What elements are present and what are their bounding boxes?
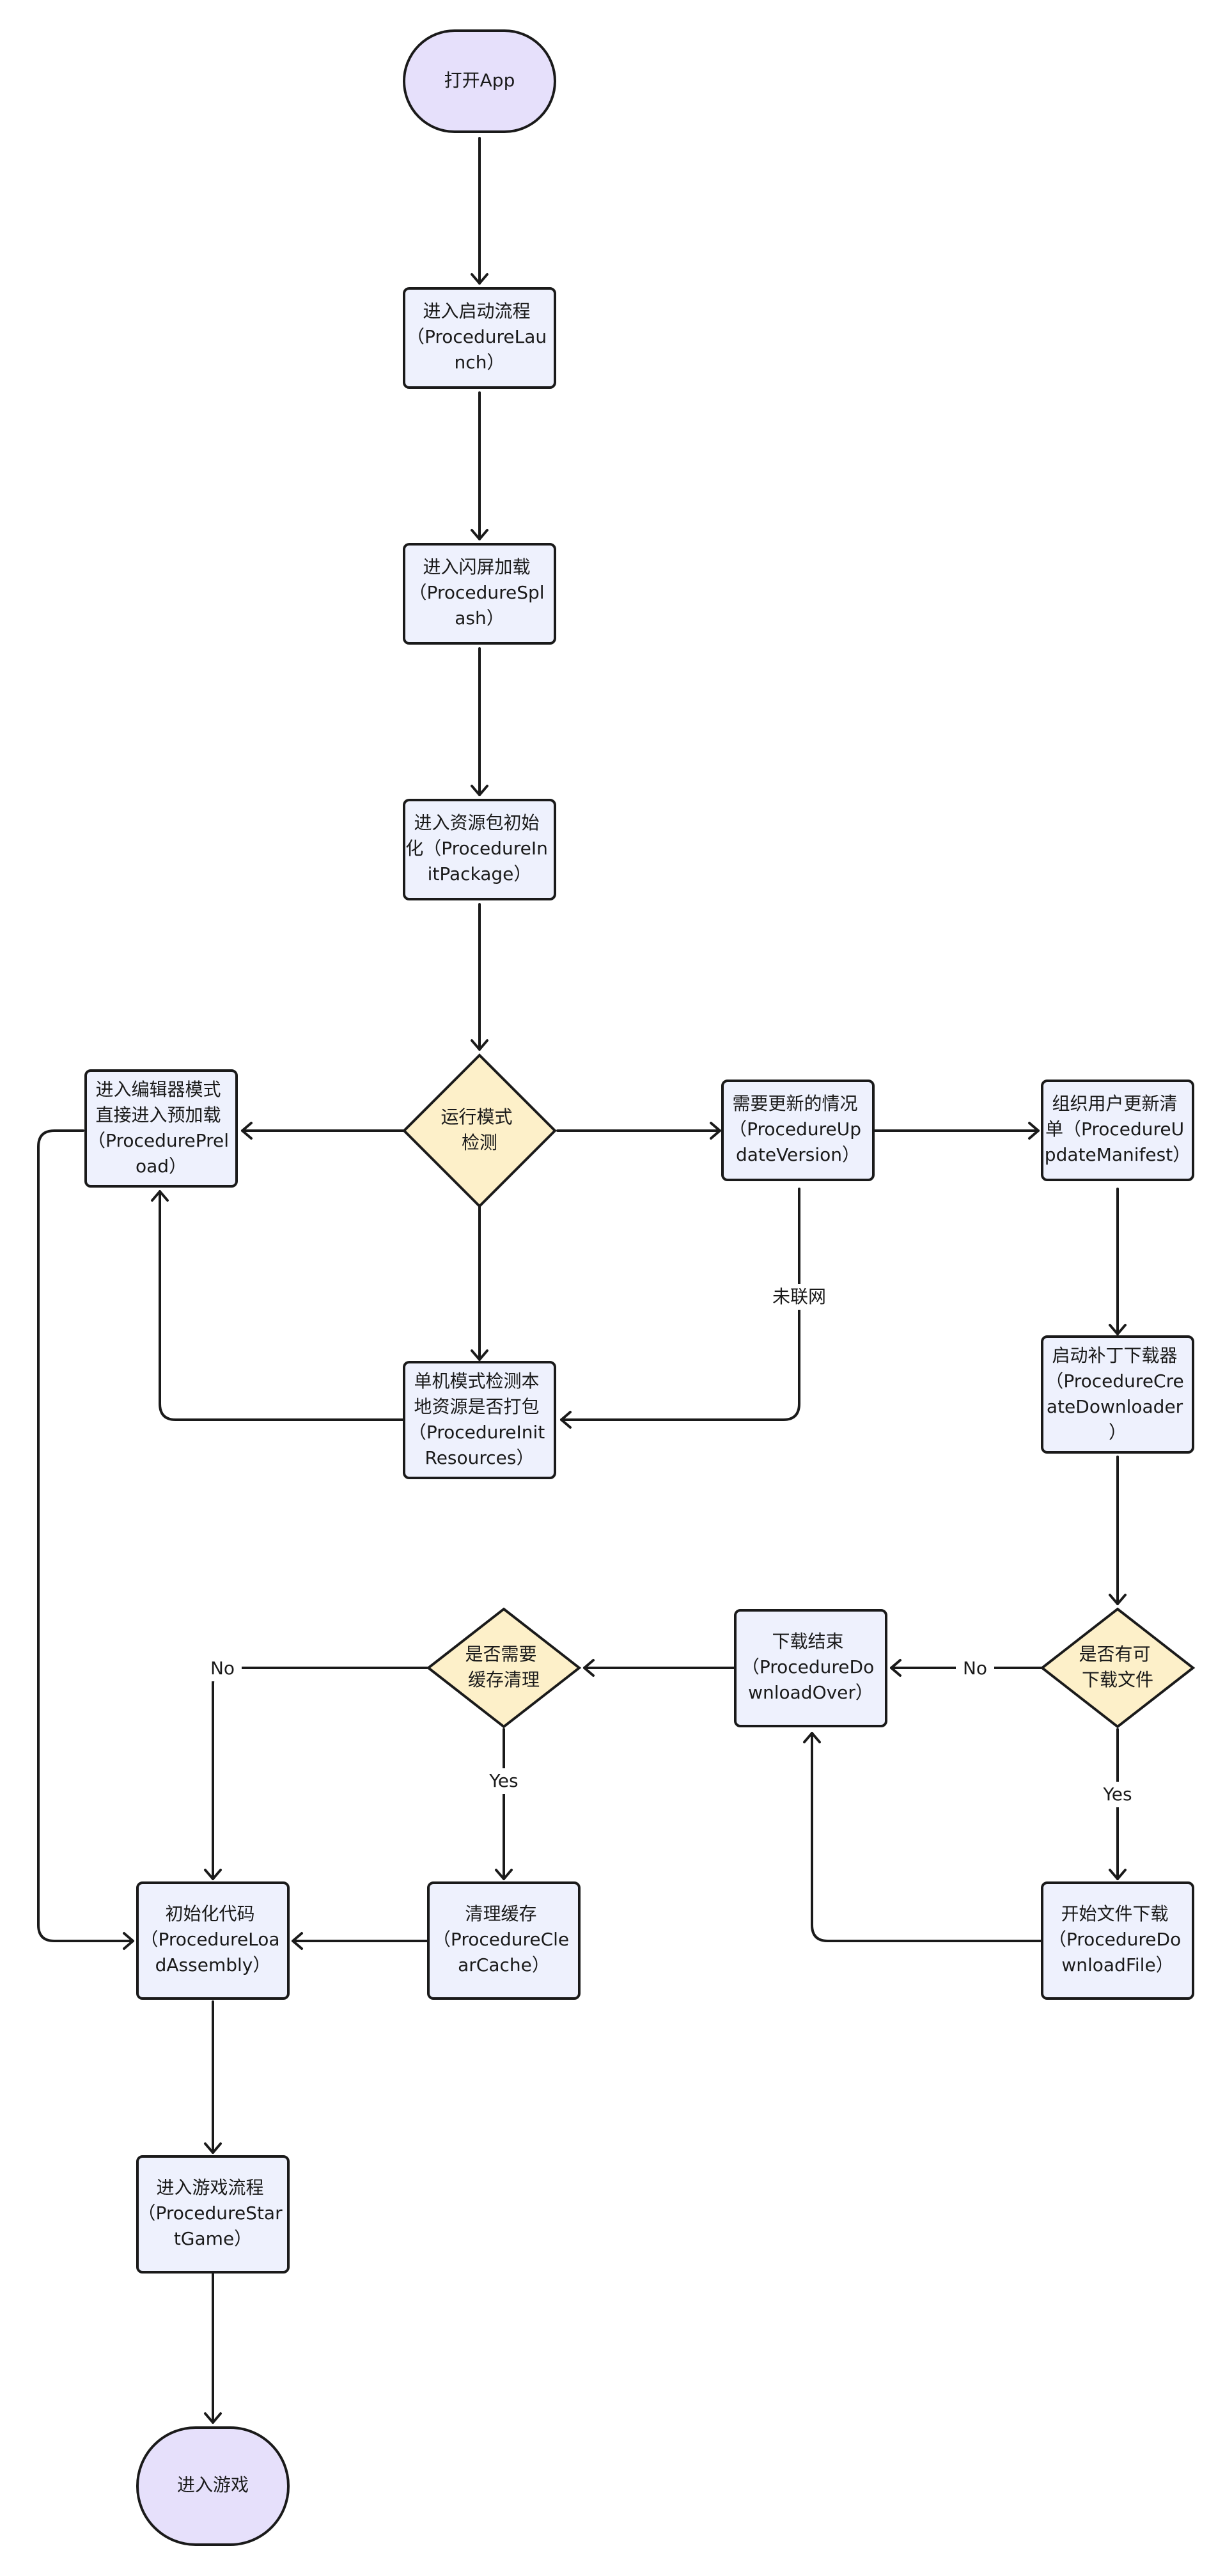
node-procedure-load-assembly	[136, 1881, 290, 2000]
node-procedure-launch	[403, 287, 556, 389]
arrow-head	[803, 1732, 821, 1743]
node-procedure-create-downloader	[1041, 1335, 1194, 1454]
nodes: 打开App 进入启动流程 （ProcedureLau nch） 进入闪屏加载 （…	[84, 29, 1196, 2546]
edge-label-yes-clear: Yes	[488, 1770, 518, 1791]
label-bg	[1098, 1782, 1137, 1807]
node-text: 开始文件下载 （ProcedureDo wnloadFile）	[1049, 1903, 1187, 1975]
node-text: 是否有可 下载文件	[1079, 1644, 1157, 1690]
node-procedure-update-manifest	[1041, 1080, 1194, 1181]
node-text: 是否需要 缓存清理	[465, 1644, 543, 1690]
edge-preload-to-loadassembly	[37, 1129, 134, 1942]
node-text: 运行模式 检测	[441, 1106, 519, 1153]
arrow-head	[710, 1122, 721, 1140]
arrow-head	[583, 1659, 595, 1677]
node-text: 清理缓存 （ProcedureCle arCache）	[433, 1903, 575, 1975]
arrow-head	[241, 1122, 253, 1140]
decision-run-mode	[402, 1053, 557, 1208]
arrow-head	[1109, 1869, 1127, 1880]
arrow-head	[560, 1411, 572, 1429]
node-text: 进入闪屏加载 （ProcedureSpl ash）	[409, 556, 550, 629]
node-text: 下载结束 （ProcedureDo wnloadOver）	[742, 1631, 880, 1703]
node-procedure-splash	[403, 543, 556, 645]
arrow-head	[204, 2412, 222, 2424]
arrow-head	[292, 1932, 303, 1950]
label-bg	[485, 1768, 523, 1794]
decision-has-download	[1040, 1607, 1196, 1729]
label-bg	[767, 1284, 831, 1310]
end-terminal	[136, 2426, 290, 2546]
node-text: 需要更新的情况 （ProcedureUp dateVersion）	[729, 1093, 867, 1165]
node-text: 初始化代码 （ProcedureLoa dAssembly）	[141, 1903, 286, 1975]
arrow-head	[471, 273, 488, 285]
edge-label-yes-download: Yes	[1102, 1784, 1132, 1805]
node-procedure-start-game	[136, 2155, 290, 2274]
arrow-head	[1028, 1122, 1040, 1140]
arrow-head	[890, 1659, 901, 1677]
arrow-head	[204, 2142, 222, 2154]
edge-labels: 未联网 No Yes No Yes	[203, 1284, 1137, 1807]
edge-initresources-to-preload	[159, 1190, 404, 1421]
edge-needclear-no-to-loadassembly	[212, 1667, 428, 1880]
node-procedure-clear-cache	[427, 1881, 581, 2000]
edge-label-no-clear: No	[210, 1658, 235, 1679]
arrow-head	[471, 529, 488, 540]
arrow-head	[1109, 1594, 1127, 1605]
arrow-head	[495, 1869, 513, 1880]
node-procedure-download-over	[734, 1609, 887, 1727]
node-procedure-init-resources	[403, 1361, 556, 1479]
decision-need-clear-cache	[426, 1607, 582, 1729]
arrow-head	[471, 785, 488, 796]
arrow-head	[151, 1190, 169, 1202]
node-text: 进入启动流程 （ProcedureLau nch）	[407, 301, 552, 373]
node-text: 进入游戏	[177, 2474, 249, 2495]
arrow-head	[1109, 1324, 1127, 1335]
arrow-head	[471, 1039, 488, 1051]
node-text: 启动补丁下载器 （ProcedureCre ateDownloader ）	[1045, 1345, 1189, 1443]
arrow-head	[471, 1349, 488, 1361]
node-text: 进入游戏流程 （ProcedureStar tGame）	[137, 2177, 288, 2249]
label-bg	[956, 1656, 994, 1681]
edge-updateversion-offline-to-initresources	[560, 1188, 800, 1421]
arrow-head	[123, 1932, 134, 1950]
edge-downloadfile-to-downloadover	[811, 1732, 1043, 1942]
node-procedure-preload	[84, 1069, 238, 1188]
node-text: 单机模式检测本 地资源是否打包 （ProcedureInit Resources…	[409, 1370, 550, 1468]
edges	[37, 137, 1127, 2424]
node-text: 打开App	[444, 70, 515, 91]
node-text: 进入资源包初始 化（ProcedureIn itPackage）	[405, 812, 554, 884]
label-bg	[203, 1656, 242, 1681]
node-procedure-update-version	[721, 1080, 875, 1181]
edge-label-no-download: No	[963, 1658, 987, 1679]
node-text: 组织用户更新清 单（ProcedureU pdateManifest）	[1045, 1093, 1190, 1165]
arrow-head	[204, 1869, 222, 1880]
edge-label-offline: 未联网	[772, 1286, 826, 1307]
node-procedure-download-file	[1041, 1881, 1194, 2000]
start-terminal	[403, 29, 556, 133]
node-text: 进入编辑器模式 直接进入预加载 （ProcedurePrel oad）	[88, 1079, 235, 1177]
node-procedure-init-package	[403, 799, 556, 900]
